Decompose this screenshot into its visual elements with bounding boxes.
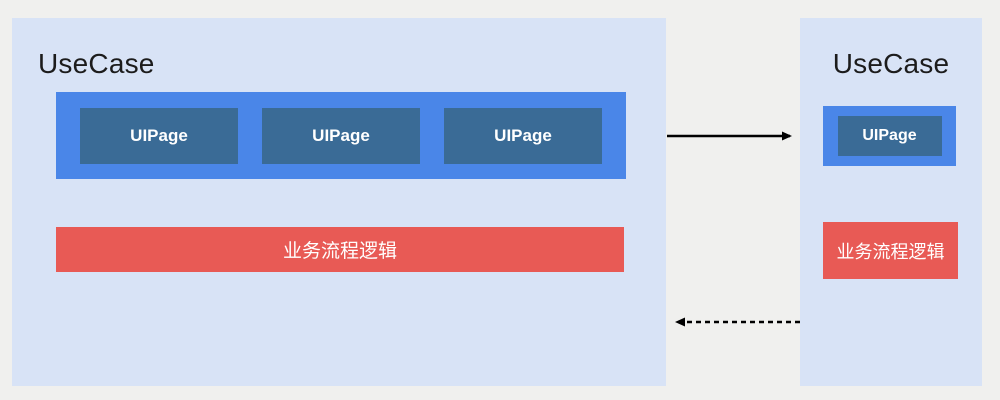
uipage-group: UIPage UIPage UIPage — [56, 92, 626, 179]
uipage-box: UIPage — [262, 107, 420, 164]
logic-bar: 业务流程逻辑 — [56, 227, 624, 272]
uipage-box: UIPage — [837, 116, 942, 156]
usecase-container-right: UseCase UIPage 业务流程逻辑 — [800, 18, 982, 386]
uipage-box: UIPage — [444, 107, 602, 164]
uipage-group: UIPage — [823, 106, 956, 166]
uipage-box: UIPage — [80, 107, 238, 164]
usecase-container-left: UseCase UIPage UIPage UIPage 业务流程逻辑 — [12, 18, 666, 386]
usecase-title: UseCase — [832, 48, 950, 79]
usecase-title: UseCase — [38, 48, 155, 79]
logic-bar: 业务流程逻辑 — [823, 222, 958, 279]
